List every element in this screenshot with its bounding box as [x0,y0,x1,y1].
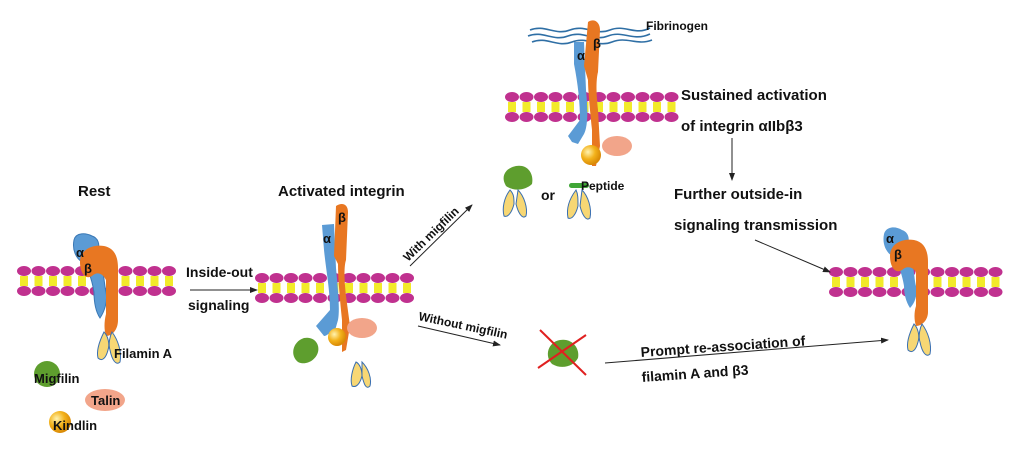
rest-beta-label: β [84,261,92,276]
peptide [569,183,589,188]
fibrinogen-label: Fibrinogen [646,19,708,33]
top-talin [602,136,632,156]
rest-stage: Rest α β Filamin A Migfilin Talin Kindli… [34,183,173,433]
final-alpha-label: α [886,231,894,246]
inside-out-label-2: signaling [188,297,249,313]
migfilin-legend-label: Migfilin [34,371,80,386]
activated-stage: Activated integrin α β [278,183,405,388]
with-migfilin-branch: With migfilin [400,204,473,267]
activated-talin [347,318,377,338]
activated-alpha-label: α [323,231,331,246]
talin-legend-label: Talin [91,393,120,408]
inside-out-arrow-group: Inside-out signaling [186,264,258,313]
top-beta-subunit [584,20,600,166]
top-beta-label: β [593,36,601,51]
or-label: or [541,187,556,203]
prompt-reassociation-arrow [604,337,889,364]
top-kindlin [581,145,601,165]
talin-legend-icon [85,389,125,411]
cross-line-2 [537,334,587,369]
kindlin-legend-icon [49,411,71,433]
rest-beta-subunit [80,245,118,336]
with-migfilin-label: With migfilin [400,204,461,264]
top-alpha-subunit [568,42,588,144]
rest-filamin-a [97,331,121,364]
top-membrane [505,92,679,122]
filamin-with-peptide [567,188,591,220]
further-label-1: Further outside-in [674,186,802,203]
final-beta-subunit [890,239,928,326]
cross-line-1 [539,329,587,376]
further-to-final-arrow [754,239,831,273]
inside-out-label-1: Inside-out [186,264,253,280]
sustained-label-2: of integrin αIIbβ3 [681,118,803,135]
rest-alpha-label: α [76,245,84,260]
migfilin-bound-filamin [503,165,533,190]
without-migfilin-stage: Prompt re-association of filamin A and β… [537,329,889,385]
with-migfilin-stage: Fibrinogen α β or Peptide [502,19,708,220]
filamin-with-migfilin [502,188,527,218]
top-alpha-label: α [577,48,585,63]
peptide-label: Peptide [581,179,625,193]
activated-beta-subunit [334,204,350,352]
without-migfilin-arrow [417,325,501,347]
prompt-label-2: filamin A and β3 [641,362,749,385]
final-beta-label: β [894,247,902,262]
activated-title: Activated integrin [278,183,405,200]
activated-beta-label: β [338,210,346,225]
without-migfilin-branch: Without migfilin [417,309,509,347]
rest-title: Rest [78,183,111,200]
activated-migfilin [293,337,319,364]
further-label-2: signaling transmission [674,217,837,234]
with-migfilin-arrow [409,204,473,267]
filamin-a-label: Filamin A [114,346,173,361]
kindlin-legend-label: Kindlin [53,418,97,433]
sustained-label-1: Sustained activation [681,87,827,104]
activated-filamin-a [350,360,371,388]
migfilin-legend-icon [34,361,60,387]
final-stage: α β [883,227,931,356]
activated-kindlin [328,328,346,346]
outcome-texts: Sustained activation of integrin αIIbβ3 … [674,87,837,273]
final-filamin-a [907,323,931,356]
activated-alpha-subunit [316,224,339,336]
prompt-label-1: Prompt re-association of [640,333,806,360]
